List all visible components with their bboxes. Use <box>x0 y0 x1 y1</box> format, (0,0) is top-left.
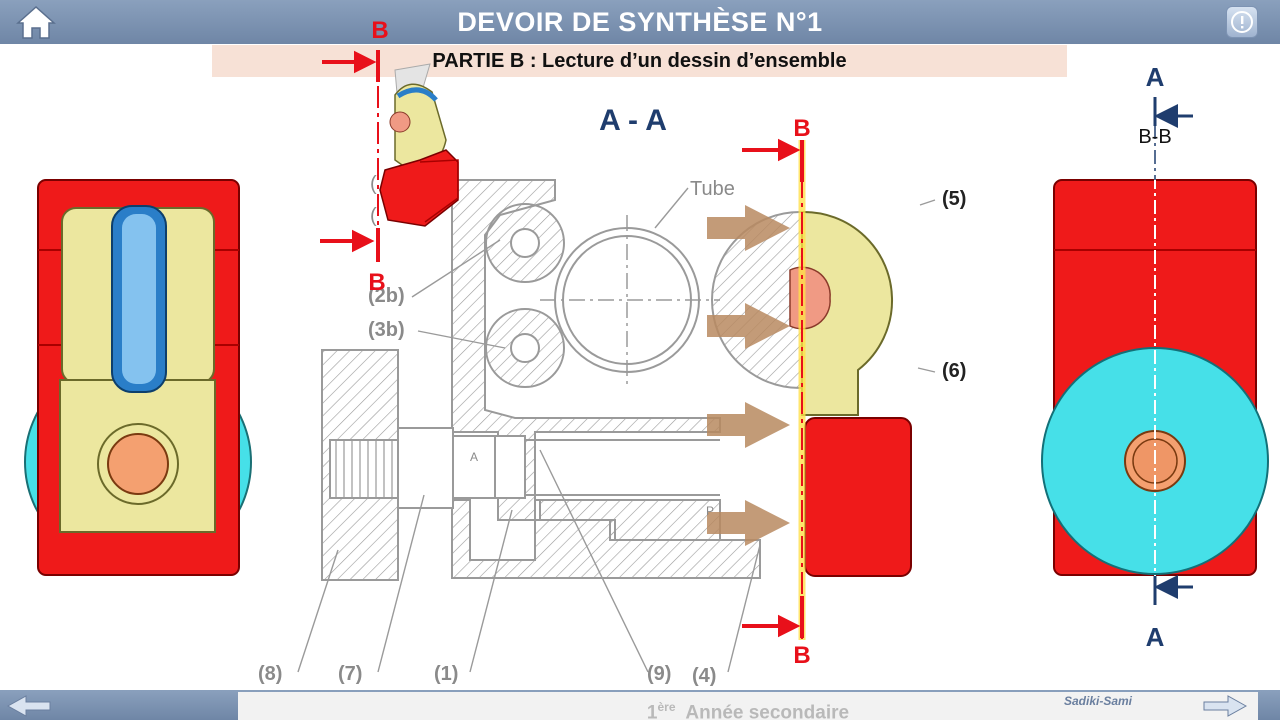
info-button[interactable] <box>1226 6 1258 38</box>
footer-panel <box>238 692 1258 720</box>
part-label-9: (9) <box>647 663 671 685</box>
part-label-2b: (2b) <box>368 285 405 307</box>
tube-label: Tube <box>690 178 735 200</box>
thrust-arrows <box>707 205 790 546</box>
small-yoke-render <box>379 63 459 227</box>
previous-button[interactable] <box>4 694 54 718</box>
part-label-1: (1) <box>434 663 458 685</box>
arrow-right-icon <box>1203 695 1248 717</box>
part-label-8: (8) <box>258 663 282 685</box>
red-clamp-block <box>804 417 912 577</box>
section-subtitle: PARTIE B : Lecture d’un dessin d’ensembl… <box>432 50 847 72</box>
part-label-7: (7) <box>338 663 362 685</box>
left-view <box>24 179 252 576</box>
section-aa-drawing <box>297 179 936 673</box>
info-icon <box>1231 11 1253 33</box>
part-label-6: (6) <box>942 360 966 382</box>
view-label-a-bottom: A <box>1146 622 1165 652</box>
part-label-hidden-2: ( <box>370 205 377 227</box>
right-view: A A B-B <box>1041 62 1269 652</box>
yellow-wheel-half <box>801 210 894 416</box>
cut-letter-b-left-bottom: B <box>368 269 385 296</box>
footer-level-text: Année secondaire <box>685 702 850 724</box>
footer-level: 1ère Année secondaire <box>238 694 1258 724</box>
part-label-hidden-1: ( <box>370 173 377 195</box>
next-button[interactable] <box>1200 694 1250 718</box>
section-aa-title: A - A <box>599 104 667 137</box>
footer-level-suffix: ère <box>657 700 676 714</box>
cut-letter-b-right-bottom: B <box>793 642 810 669</box>
cut-letter-b-right-top: B <box>793 115 810 142</box>
page-title: DEVOIR DE SYNTHÈSE N°1 <box>457 7 823 37</box>
section-bb-label: B-B <box>1138 126 1171 148</box>
arrow-left-icon <box>6 695 51 717</box>
part-label-5: (5) <box>942 188 966 210</box>
left-view-pin <box>107 433 169 495</box>
home-button[interactable] <box>14 4 58 40</box>
view-label-a-top: A <box>1146 62 1165 92</box>
part-label-4: (4) <box>692 665 716 687</box>
feature-a-label: A <box>470 450 478 464</box>
header-bar <box>0 0 1280 44</box>
home-icon <box>16 5 56 39</box>
part-label-3b: (3b) <box>368 319 405 341</box>
author-logo: Sadiki-Sami <box>1063 694 1133 708</box>
feature-p-label: P <box>706 504 714 518</box>
footer-level-number: 1 <box>646 702 658 724</box>
cut-letter-b-left-top: B <box>371 17 388 44</box>
